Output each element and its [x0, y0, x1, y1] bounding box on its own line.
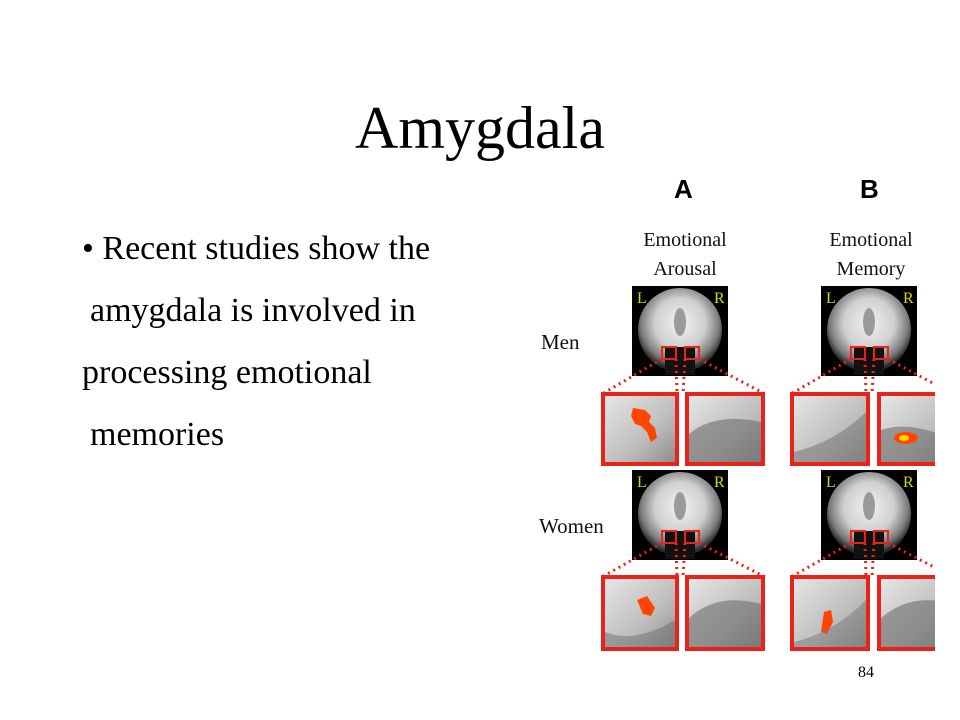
bullet-line-4: memories: [90, 416, 225, 453]
brain-scan-grid: L R L R: [601, 286, 935, 651]
zoom-box-men-arousal-left: [601, 392, 679, 466]
slide-number: 84: [858, 664, 874, 681]
row-label-women: Women: [539, 514, 604, 538]
zoom-box-men-arousal-right: [685, 392, 765, 466]
hemisphere-right-label: R: [714, 290, 725, 307]
hemisphere-right-label: R: [714, 474, 725, 491]
zoom-box-women-arousal-right: [685, 575, 765, 651]
brain-slice-men-memory: L R: [821, 286, 917, 376]
bullet-line-2: amygdala is involved in: [90, 292, 416, 329]
zoom-box-women-arousal-left: [601, 575, 679, 651]
hemisphere-right-label: R: [903, 474, 914, 491]
column-header-memory: Emotional Memory: [829, 229, 913, 280]
hemisphere-left-label: L: [637, 474, 647, 491]
panel-label-b: B: [860, 174, 879, 204]
brain-slice-women-memory: L R: [821, 470, 917, 560]
bullet-text: • Recent studies show the amygdala is in…: [82, 218, 430, 466]
hemisphere-left-label: L: [826, 474, 836, 491]
bullet-line-1: • Recent studies show the: [82, 230, 431, 267]
hemisphere-right-label: R: [903, 290, 914, 307]
zoom-box-men-memory-right: [877, 392, 935, 466]
amygdala-figure: A B Emotional Arousal Emotional Memory M…: [535, 172, 935, 672]
connector-lines-women: [601, 541, 935, 579]
column-header-arousal: Emotional Arousal: [643, 229, 727, 280]
brain-slice-women-arousal: L R: [632, 470, 728, 560]
panel-label-a: A: [674, 174, 693, 204]
slide-title: Amygdala: [355, 95, 605, 161]
row-label-men: Men: [541, 330, 580, 354]
brain-slice-men-arousal: L R: [632, 286, 728, 376]
bullet-line-3: processing emotional: [82, 354, 372, 391]
connector-lines-men: [601, 357, 935, 396]
zoom-box-women-memory-left: [790, 575, 870, 651]
zoom-box-men-memory-left: [790, 392, 870, 466]
hemisphere-left-label: L: [826, 290, 836, 307]
zoom-box-women-memory-right: [877, 575, 935, 651]
hemisphere-left-label: L: [637, 290, 647, 307]
